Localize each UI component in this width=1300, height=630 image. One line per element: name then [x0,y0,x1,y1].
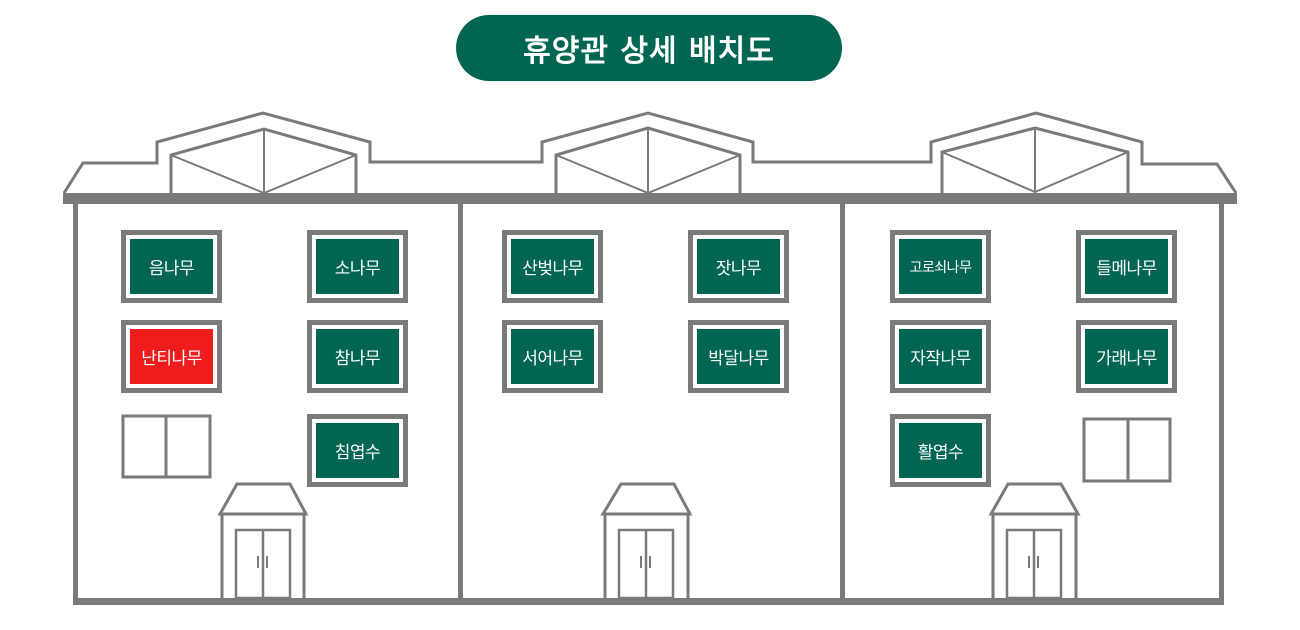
room-label: 가래나무 [1085,329,1168,384]
room-sign-chamnamu[interactable]: 참나무 [307,320,408,393]
window-right [1082,417,1172,483]
room-sign-sonamu[interactable]: 소나무 [307,230,408,303]
window-left [121,414,212,479]
room-label: 산벚나무 [511,239,594,294]
room-label: 자작나무 [899,329,982,384]
room-sign-bakdalnamu[interactable]: 박달나무 [688,320,789,393]
room-label: 박달나무 [697,329,780,384]
room-sign-eumnamu[interactable]: 음나무 [121,230,222,303]
room-label: 소나무 [316,239,399,294]
room-sign-garaenamu[interactable]: 가래나무 [1076,320,1177,393]
room-sign-nantinamu[interactable]: 난티나무 [121,320,222,393]
room-sign-gorosoenamu[interactable]: 고로쇠나무 [890,230,991,303]
room-label: 서어나무 [511,329,594,384]
room-label: 활엽수 [899,423,982,478]
room-label: 난티나무 [130,329,213,384]
room-sign-jajaknamu[interactable]: 자작나무 [890,320,991,393]
room-label: 잣나무 [697,239,780,294]
room-sign-deulmenamu[interactable]: 들메나무 [1076,230,1177,303]
room-sign-hwaryeopsu[interactable]: 활엽수 [890,414,991,487]
room-sign-jatnamu[interactable]: 잣나무 [688,230,789,303]
room-label: 음나무 [130,239,213,294]
room-sign-chimyeopsu[interactable]: 침엽수 [307,414,408,487]
room-label: 참나무 [316,329,399,384]
room-sign-sanbeotnamu[interactable]: 산벚나무 [502,230,603,303]
room-sign-seoeonamu[interactable]: 서어나무 [502,320,603,393]
page-title: 휴양관 상세 배치도 [456,15,842,81]
room-label: 고로쇠나무 [899,239,982,294]
room-label: 침엽수 [316,423,399,478]
room-label: 들메나무 [1085,239,1168,294]
